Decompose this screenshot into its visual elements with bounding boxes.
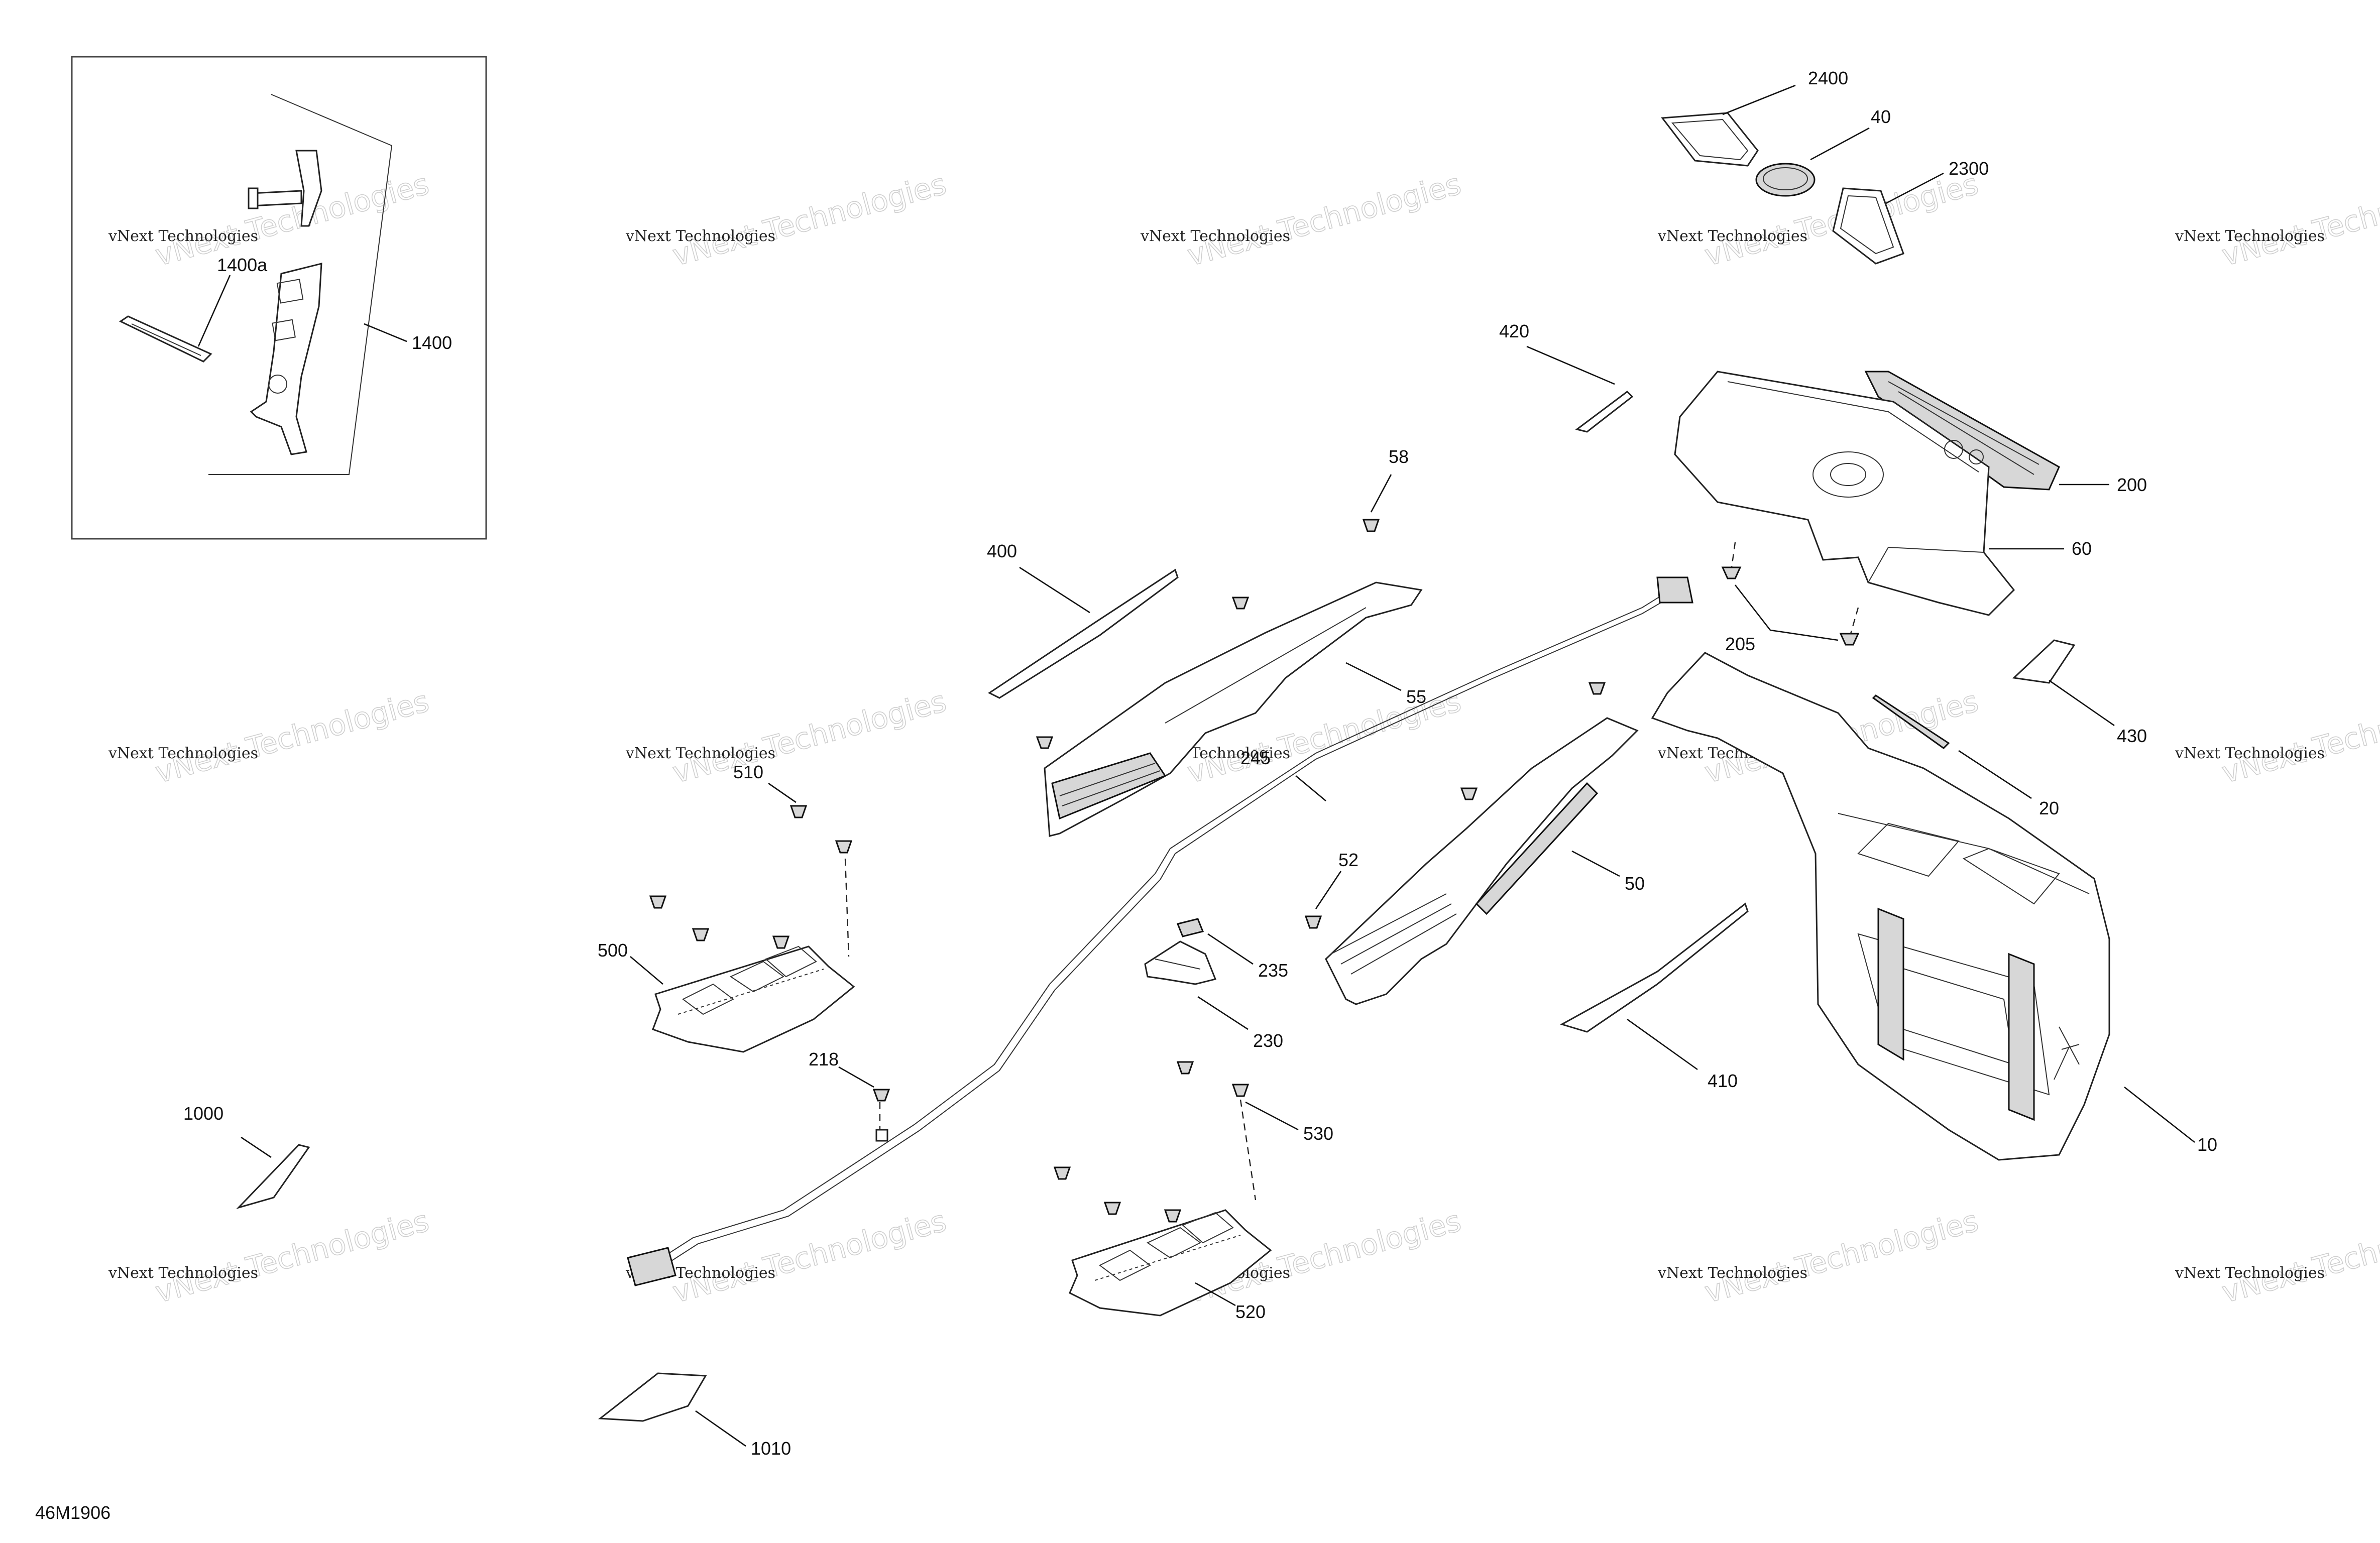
callout-410: 410 (1708, 1071, 1738, 1091)
watermark-outline-text: vNext Technologies (669, 167, 950, 273)
clip-235-part (1176, 918, 1204, 937)
callout-58: 58 (1389, 446, 1409, 467)
footrest-500-part (652, 945, 855, 1053)
callout-2300: 2300 (1949, 158, 1989, 179)
callout-530: 530 (1303, 1123, 1333, 1144)
decal-2400-part (1661, 112, 1759, 167)
panel-50-part (1325, 717, 1639, 1005)
callout-1400: 1400 (412, 332, 452, 353)
decal-1010-part (598, 1372, 707, 1422)
watermark-outline-text: vNext Technologies (669, 1204, 950, 1310)
decal-430-part (2012, 639, 2076, 684)
watermark-outline-text: vNext Technologies (1184, 167, 1464, 273)
watermark-outline-text: vNext Technologies (2218, 684, 2380, 790)
callout-510: 510 (733, 762, 763, 782)
footrest-520-part (1069, 1209, 1272, 1317)
clip-218-part (872, 1089, 890, 1102)
watermark-text: vNext Technologies (2175, 227, 2325, 245)
screw-50a-part (1460, 787, 1478, 800)
watermark-outline-text: vNext Technologies (2218, 167, 2380, 273)
badge-40-part (1755, 163, 1816, 197)
decal-410-part (1560, 902, 1749, 1033)
callout-520: 520 (1235, 1301, 1266, 1322)
watermark-text: vNext Technologies (1657, 1264, 1807, 1282)
diagram-code: 46M1906 (35, 1502, 110, 1523)
callout-1400a: 1400a (217, 255, 268, 275)
callout-60: 60 (2072, 538, 2092, 559)
inset-box: 1400 1400a (71, 56, 487, 540)
watermark-text: vNext Technologies (2175, 1264, 2325, 1282)
harness-245-part (627, 576, 1693, 1286)
bracket-230-part (1144, 940, 1217, 985)
screw-52-part (1304, 915, 1322, 929)
screw-530-part (1053, 1061, 1250, 1223)
watermark-outline-text: vNext Technologies (152, 684, 432, 790)
watermark-text: vNext Technologies (108, 227, 258, 245)
callout-50: 50 (1625, 873, 1645, 894)
watermark-outline-text: vNext Technologies (1701, 1204, 1982, 1310)
panel-55-part (1044, 581, 1423, 837)
callout-400: 400 (987, 541, 1017, 561)
callout-420: 420 (1499, 321, 1529, 341)
watermark-text: vNext Technologies (625, 745, 775, 762)
callout-245: 245 (1240, 748, 1271, 768)
screw-510-part (649, 805, 853, 949)
tool-strap-part (119, 315, 212, 363)
callout-200: 200 (2117, 474, 2147, 495)
callout-205: 205 (1725, 634, 1755, 654)
watermark-outline-text: vNext Technologies (2218, 1204, 2380, 1310)
screw-205-part (1721, 566, 1860, 646)
callout-40: 40 (1871, 106, 1891, 127)
screw-50b-part (1588, 682, 1606, 695)
callout-20: 20 (2039, 798, 2059, 818)
callout-1000: 1000 (183, 1103, 223, 1124)
callout-230: 230 (1253, 1030, 1283, 1051)
callout-10: 10 (2197, 1134, 2217, 1155)
decal-20-part (1872, 694, 1950, 749)
callout-52: 52 (1338, 850, 1358, 870)
console-60-part (1674, 371, 2015, 616)
watermark-text: vNext Technologies (1657, 227, 1807, 245)
callout-55: 55 (1406, 686, 1426, 707)
decal-420-part (1575, 391, 1634, 433)
watermark-outline-text: vNext Technologies (152, 167, 432, 273)
watermark-text: vNext Technologies (108, 1264, 258, 1282)
screw-55a-part (1231, 597, 1250, 610)
watermark-outline-text: vNext Technologies (152, 1204, 432, 1310)
screw-55b-part (1036, 736, 1054, 749)
callout-2400: 2400 (1808, 68, 1848, 88)
callout-235: 235 (1258, 960, 1288, 981)
watermark-text: vNext Technologies (1140, 227, 1290, 245)
fascia-10-part (1651, 652, 2110, 1161)
screw-58-part (1362, 519, 1380, 532)
callout-500: 500 (598, 940, 628, 961)
watermark-outline-text: vNext Technologies (669, 684, 950, 790)
callout-1010: 1010 (751, 1438, 791, 1459)
watermark-text: vNext Technologies (625, 227, 775, 245)
watermark-text: vNext Technologies (108, 745, 258, 762)
gauge-200-part (1864, 371, 2060, 491)
decal-400-part (988, 568, 1179, 699)
callout-218: 218 (809, 1049, 839, 1070)
tool-wrench-part (248, 150, 322, 455)
callout-430: 430 (2117, 726, 2147, 746)
watermark-text: vNext Technologies (2175, 745, 2325, 762)
decal-2300-part (1832, 187, 1904, 265)
decal-1000-part (236, 1144, 310, 1209)
